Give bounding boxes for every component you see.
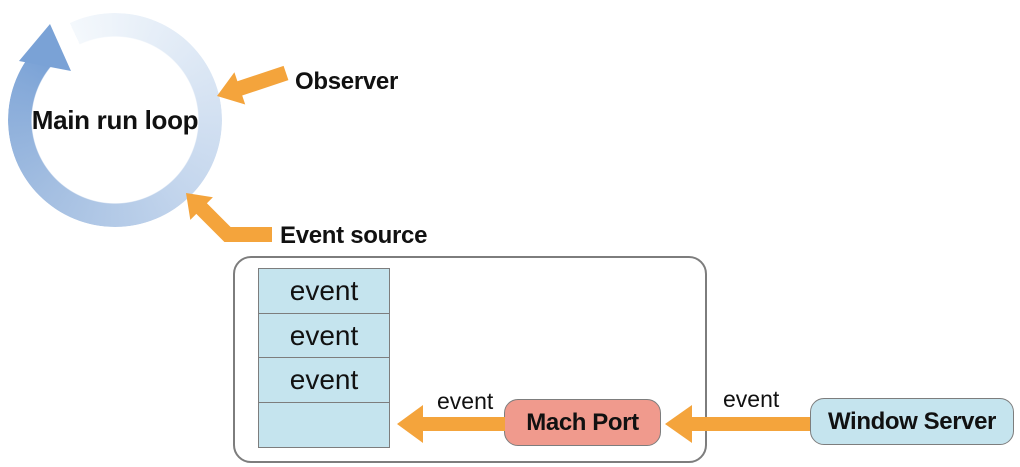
event-source-label: Event source <box>280 222 428 249</box>
mach-port-node: Mach Port <box>504 399 661 446</box>
event-queue-cell-empty <box>258 401 390 448</box>
observer-arrow-icon <box>217 65 289 105</box>
queue-arrow-event-label: event <box>437 388 494 414</box>
event-queue-cell: event <box>258 268 390 314</box>
event-queue-cell: event <box>258 312 390 359</box>
event-queue: event event event <box>258 268 390 448</box>
run-loop-label: Main run loop <box>31 104 199 135</box>
observer-label: Observer <box>295 68 398 95</box>
window-server-node: Window Server <box>810 398 1014 445</box>
port-arrow-event-label: event <box>723 386 780 412</box>
event-queue-cell: event <box>258 357 390 403</box>
